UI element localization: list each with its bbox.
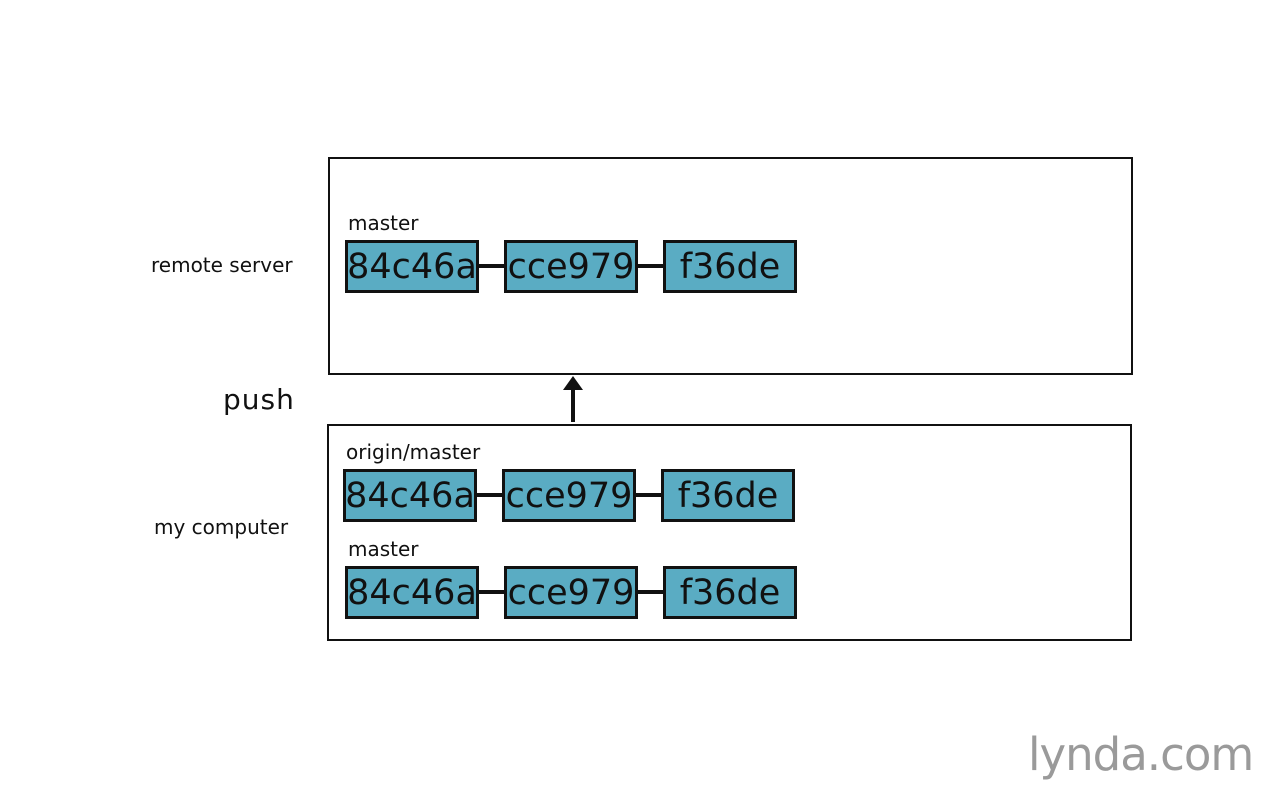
push-label: push	[223, 383, 295, 416]
origin-link-1	[477, 493, 504, 497]
local-link-1	[479, 590, 506, 594]
remote-commit-2: cce979	[504, 240, 638, 293]
local-master-label: master	[348, 537, 419, 561]
origin-link-2	[636, 493, 663, 497]
remote-commit-3: f36de	[663, 240, 797, 293]
origin-commit-3: f36de	[661, 469, 795, 522]
remote-server-panel: master 84c46a cce979 f36de	[328, 157, 1133, 375]
remote-link-2	[638, 264, 665, 268]
remote-server-label: remote server	[151, 253, 293, 277]
my-computer-label: my computer	[154, 515, 289, 539]
lynda-watermark: lynda.com	[1028, 728, 1254, 781]
local-link-2	[638, 590, 665, 594]
local-commit-2: cce979	[504, 566, 638, 619]
remote-link-1	[479, 264, 506, 268]
my-computer-panel: origin/master 84c46a cce979 f36de master…	[327, 424, 1132, 641]
local-commit-1: 84c46a	[345, 566, 479, 619]
origin-commit-1: 84c46a	[343, 469, 477, 522]
origin-master-label: origin/master	[346, 440, 481, 464]
remote-master-label: master	[348, 211, 419, 235]
push-arrow-icon	[563, 376, 583, 422]
origin-commit-2: cce979	[502, 469, 636, 522]
local-commit-3: f36de	[663, 566, 797, 619]
remote-commit-1: 84c46a	[345, 240, 479, 293]
